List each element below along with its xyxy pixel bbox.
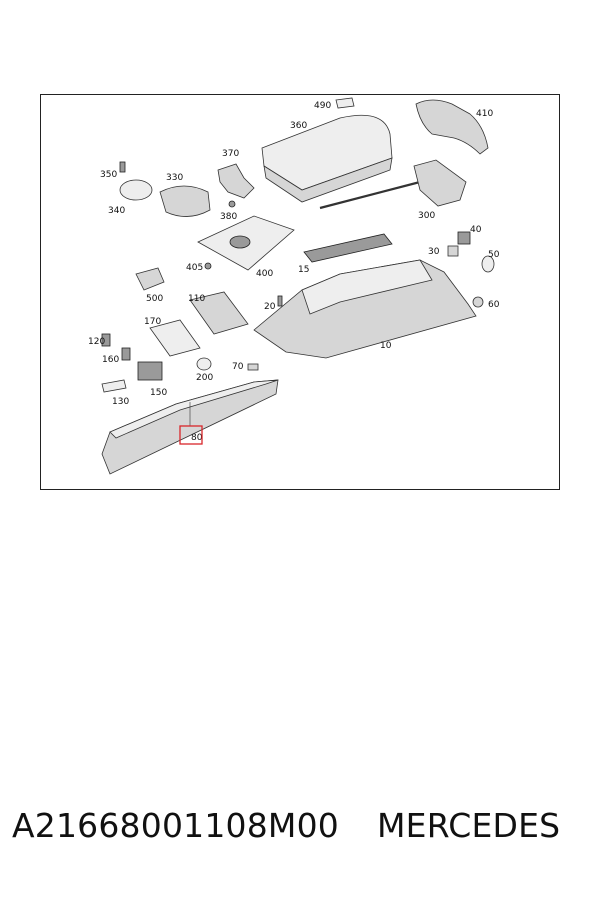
callout-380: 380: [220, 212, 237, 222]
callout-150: 150: [150, 388, 167, 398]
callout-130: 130: [112, 397, 129, 407]
callout-labels: 10 15 20 30 40 50 60 70 80 110 120 130 150 160 170 200 3…: [88, 101, 500, 443]
part-160-shape: [121, 347, 131, 361]
part-30-shape: [447, 245, 459, 257]
callout-400: 400: [256, 269, 273, 279]
exploded-parts-diagram: 10 15 20 30 40 50 60 70 80 110 120 130 150 160 170 200 3…: [88, 97, 500, 475]
part-20-shape: [277, 295, 283, 307]
callout-340: 340: [108, 206, 125, 216]
highlight-box: [179, 425, 203, 445]
callout-70: 70: [232, 362, 244, 372]
callout-120: 120: [88, 337, 105, 347]
part-500-shape: [135, 267, 165, 291]
part-170-shape: [149, 319, 201, 357]
callout-40: 40: [470, 225, 482, 235]
callout-80: 80: [191, 433, 203, 443]
callout-50: 50: [488, 250, 500, 260]
callout-300: 300: [418, 211, 435, 221]
callout-20: 20: [264, 302, 276, 312]
callout-30: 30: [428, 247, 440, 257]
callout-405: 405: [186, 263, 203, 273]
part-490-shape: [335, 97, 355, 109]
callout-200: 200: [196, 373, 213, 383]
callout-160: 160: [102, 355, 119, 365]
callout-10: 10: [380, 341, 392, 351]
part-70-shape: [247, 363, 259, 371]
callout-15: 15: [298, 265, 309, 275]
callout-60: 60: [488, 300, 500, 310]
part-380-shape: [228, 200, 236, 208]
callout-490: 490: [314, 101, 331, 111]
part-300-shape: [413, 159, 467, 207]
brand-name: MERCEDES: [377, 806, 561, 845]
callout-370: 370: [222, 149, 239, 159]
part-15-shape: [303, 233, 393, 263]
part-number: A21668001108M00: [12, 806, 339, 845]
callout-110: 110: [188, 294, 205, 304]
part-130-shape: [101, 379, 127, 393]
part-150-shape: [137, 361, 163, 381]
part-405-shape: [204, 262, 212, 270]
part-410-shape: [415, 99, 489, 155]
part-120-shape: [101, 333, 111, 347]
part-340-shape: [119, 179, 153, 201]
callout-170: 170: [144, 317, 161, 327]
part-40-shape: [457, 231, 471, 245]
part-360-side: [263, 157, 393, 203]
part-330-shape: [159, 185, 211, 217]
part-300-rod: [319, 180, 421, 210]
part-370-shape: [217, 163, 255, 199]
callout-350: 350: [100, 170, 117, 180]
callout-360: 360: [290, 121, 307, 131]
part-350-shape: [119, 161, 126, 173]
part-10-top: [301, 259, 433, 315]
part-400-cupwell: [229, 235, 251, 249]
part-200-shape: [196, 357, 212, 371]
caption: A21668001108M00 MERCEDES: [12, 806, 592, 845]
callout-500: 500: [146, 294, 163, 304]
part-60-shape: [472, 296, 484, 308]
part-50-shape: [481, 255, 495, 273]
part-110-shape: [189, 291, 249, 335]
callout-410: 410: [476, 109, 493, 119]
part-80-top: [109, 379, 279, 439]
callout-330: 330: [166, 173, 183, 183]
